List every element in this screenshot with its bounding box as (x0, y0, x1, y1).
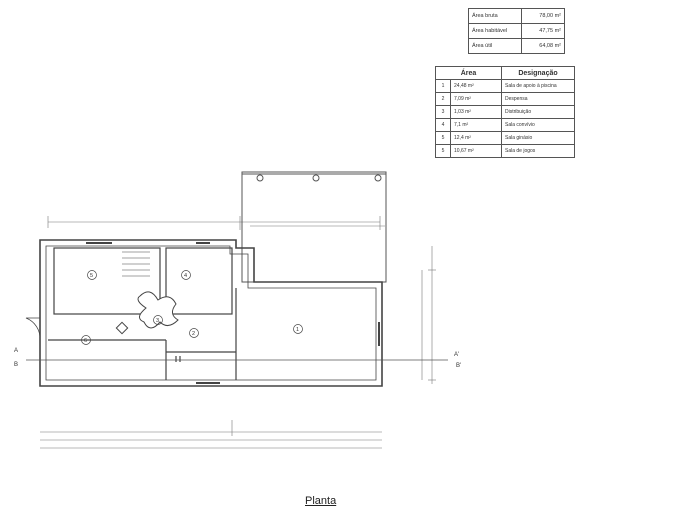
room-marker-label: 2 (192, 331, 195, 337)
room-name: Sala de jogos (501, 144, 575, 158)
area-row: Área útil 64,08 m² (468, 38, 565, 54)
section-marker-a: A (14, 348, 18, 354)
room-marker-label: 5 (90, 273, 93, 279)
section-marker-b-prime: B' (456, 363, 461, 369)
room-marker-label: 6 (84, 338, 87, 344)
room-marker-label: 4 (184, 273, 187, 279)
area-row: Área bruta 78,00 m² (468, 8, 565, 24)
distribution-door (115, 291, 179, 335)
area-value: 64,08 m² (521, 38, 565, 54)
outer-walls (39, 239, 383, 387)
area-summary-table: Área bruta 78,00 m² Área habitável 47,75… (468, 8, 565, 54)
room-marker-label: 3 (156, 318, 159, 324)
rooms-table: Área Designação 1 24,48 m² Sala de apoio… (435, 66, 575, 158)
terrace (241, 171, 387, 283)
table-row: 5 10,67 m² Sala de jogos (435, 144, 575, 158)
room-markers (81, 270, 303, 345)
section-marker-a-prime: A' (454, 352, 459, 358)
table-row: 1 24,48 m² Sala de apoio à piscina (435, 79, 575, 93)
section-marker-b: B (14, 362, 18, 368)
interior-walls (25, 242, 380, 384)
plan-caption: Planta (305, 495, 337, 507)
dimension-lines (40, 216, 436, 449)
room-marker-label: 1 (296, 327, 299, 333)
